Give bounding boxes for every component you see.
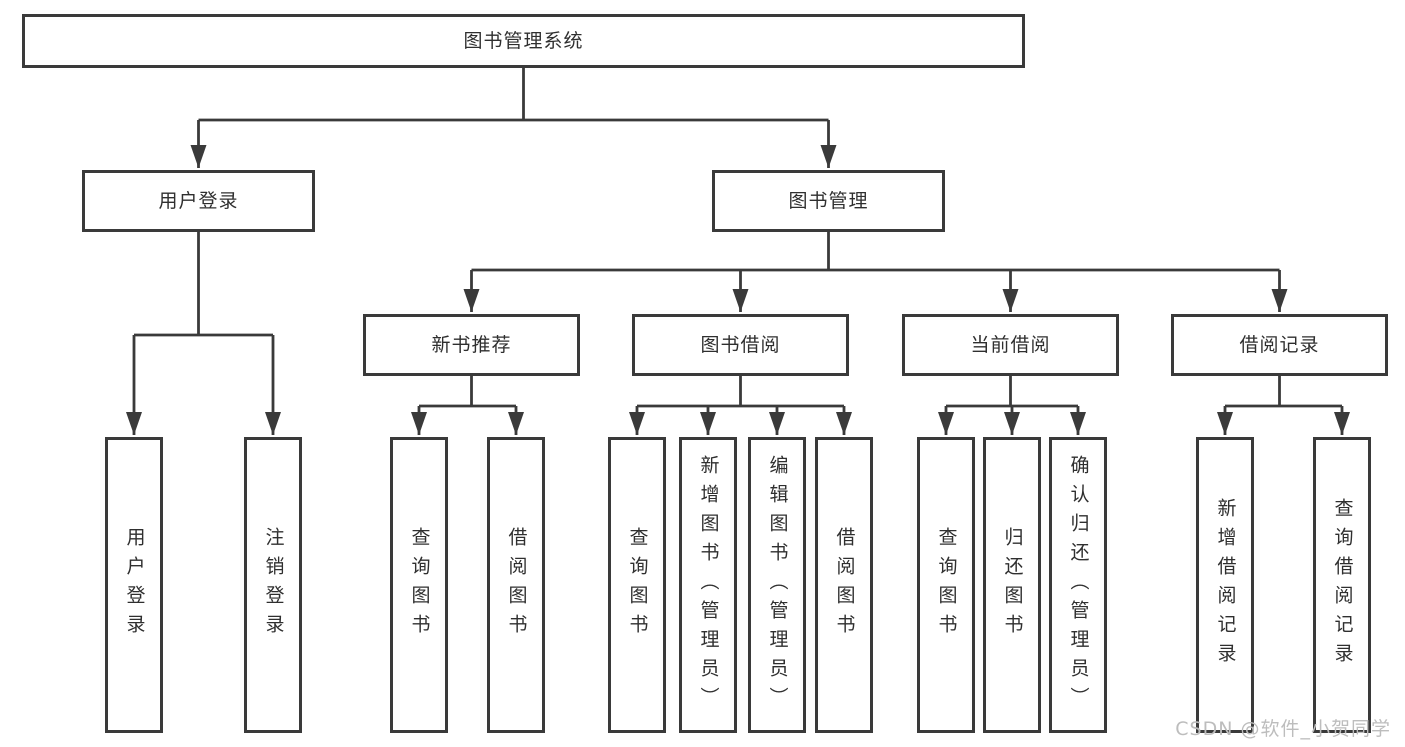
leaf-add-books-admin: 新增图书（管理员）	[679, 437, 737, 733]
leaf-label: 借阅图书	[505, 527, 528, 643]
leaf-label: 新增图书（管理员）	[697, 454, 720, 716]
leaf-label: 新增借阅记录	[1214, 498, 1237, 672]
csdn-watermark: CSDN @软件_小贺同学	[1175, 718, 1391, 740]
leaf-label: 归还图书	[1001, 527, 1024, 643]
node-label: 当前借阅	[970, 333, 1051, 356]
node-user-login: 用户登录	[82, 170, 315, 232]
node-label: 图书管理系统	[463, 29, 584, 52]
leaf-current-query-books: 查询图书	[917, 437, 975, 733]
leaf-label: 查询借阅记录	[1331, 498, 1354, 672]
node-library-management-system: 图书管理系统	[22, 14, 1025, 68]
leaf-label: 查询图书	[408, 527, 431, 643]
node-label: 图书管理	[788, 189, 869, 212]
leaf-label: 用户登录	[123, 527, 146, 643]
node-label: 新书推荐	[431, 333, 512, 356]
leaf-return-books: 归还图书	[983, 437, 1041, 733]
leaf-label: 编辑图书（管理员）	[766, 454, 789, 716]
leaf-recommend-query-books: 查询图书	[390, 437, 448, 733]
leaf-label: 查询图书	[626, 527, 649, 643]
node-new-book-recommend: 新书推荐	[363, 314, 580, 376]
leaf-add-borrow-record: 新增借阅记录	[1196, 437, 1254, 733]
leaf-recommend-borrow-books: 借阅图书	[487, 437, 545, 733]
node-label: 用户登录	[158, 189, 239, 212]
leaf-query-borrow-record: 查询借阅记录	[1313, 437, 1371, 733]
leaf-confirm-return-admin: 确认归还（管理员）	[1049, 437, 1107, 733]
leaf-label: 注销登录	[262, 527, 285, 643]
leaf-label: 查询图书	[935, 527, 958, 643]
leaf-edit-books-admin: 编辑图书（管理员）	[748, 437, 806, 733]
leaf-user-login: 用户登录	[105, 437, 163, 733]
node-label: 借阅记录	[1239, 333, 1320, 356]
node-book-borrow: 图书借阅	[632, 314, 849, 376]
node-current-borrow: 当前借阅	[902, 314, 1119, 376]
node-borrow-records: 借阅记录	[1171, 314, 1388, 376]
node-book-management: 图书管理	[712, 170, 945, 232]
leaf-logout: 注销登录	[244, 437, 302, 733]
node-label: 图书借阅	[700, 333, 781, 356]
leaf-borrow-books: 借阅图书	[815, 437, 873, 733]
leaf-label: 借阅图书	[833, 527, 856, 643]
leaf-label: 确认归还（管理员）	[1067, 454, 1090, 716]
leaf-borrow-query-books: 查询图书	[608, 437, 666, 733]
